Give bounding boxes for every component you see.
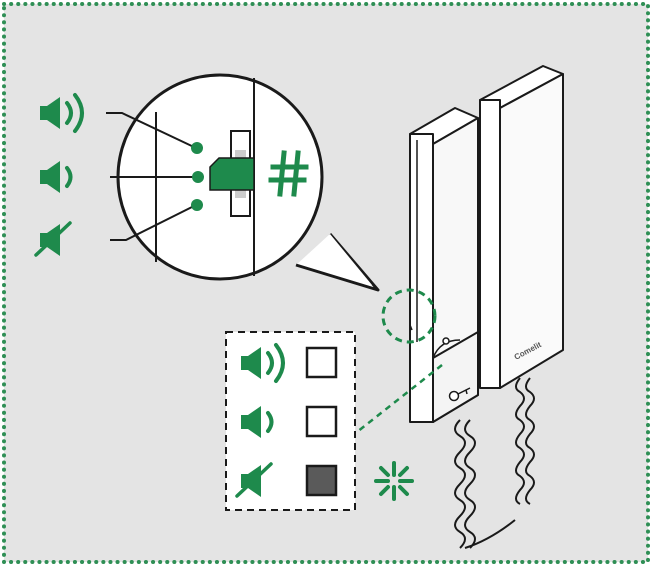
volume-medium-icon	[241, 406, 274, 438]
hash-icon	[268, 150, 309, 197]
volume-switch-slider[interactable]	[209, 157, 255, 191]
coiled-cord	[454, 377, 535, 549]
key-icon	[448, 387, 471, 402]
indicator-checkbox-mute	[305, 464, 338, 497]
zoom-callout	[116, 73, 380, 292]
indicator-checkbox-loud	[305, 346, 338, 379]
volume-medium-icon	[40, 161, 73, 193]
highlight-connector	[356, 364, 443, 433]
position-dot-medium	[192, 171, 204, 183]
indicator-checkbox-medium	[305, 405, 338, 438]
position-dot-loud	[191, 142, 203, 154]
status-led	[442, 337, 450, 345]
blink-icon	[374, 461, 414, 501]
volume-mute-icon	[34, 221, 72, 257]
volume-high-icon	[40, 93, 84, 133]
intercom-device	[409, 65, 564, 549]
position-dot-mute	[191, 199, 203, 211]
volume-high-icon	[241, 343, 285, 383]
switch-highlight-circle	[381, 288, 437, 344]
indicator-legend	[225, 331, 356, 511]
switch-position-pointers	[106, 112, 197, 241]
volume-mute-icon	[235, 462, 273, 498]
